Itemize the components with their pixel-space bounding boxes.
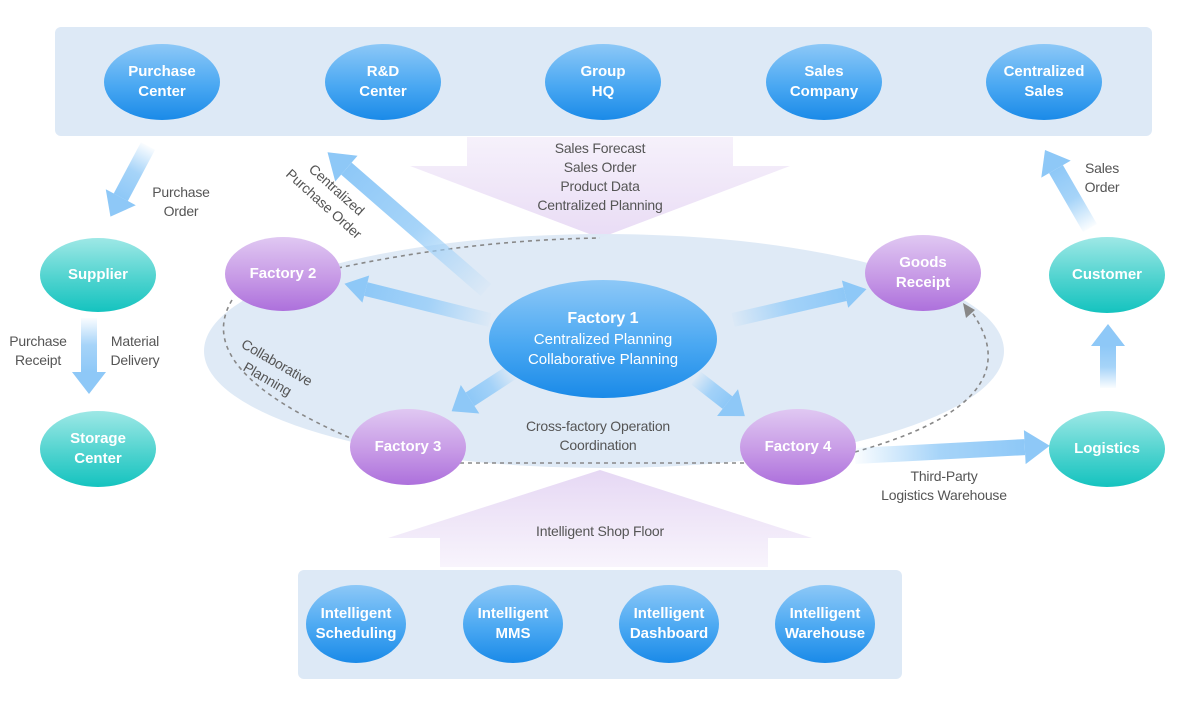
purchase-order-label: Purchase Order <box>152 184 210 219</box>
node-factory-4[interactable]: Factory 4 <box>740 409 856 485</box>
arrow-logistics-to-customer <box>1091 324 1125 388</box>
arrow-factory4-to-logistics <box>854 430 1050 465</box>
coordination-label: Cross-factory Operation Coordination <box>525 418 670 453</box>
node-factory-3[interactable]: Factory 3 <box>350 409 466 485</box>
node-centralized-sales[interactable]: Centralized Sales <box>986 44 1102 120</box>
bottom-flow-label: Intelligent Shop Floor <box>536 523 664 539</box>
node-factory-1[interactable]: Factory 1 Centralized Planning Collabora… <box>489 280 717 398</box>
third-party-logistics-label: Third-Party Logistics Warehouse <box>881 468 1007 503</box>
node-purchase-center[interactable]: Purchase Center <box>104 44 220 120</box>
arrow-customer-to-centralized-sales <box>1041 150 1097 232</box>
purchase-receipt-label: Purchase Receipt <box>9 333 67 368</box>
node-storage-center[interactable]: Storage Center <box>40 411 156 487</box>
dashed-arrowhead <box>963 303 975 318</box>
arrow-factory1-to-goods-receipt <box>731 280 867 327</box>
arrow-supplier-to-storage <box>72 318 106 394</box>
arrow-purchase-to-supplier <box>105 142 156 217</box>
node-intelligent-scheduling[interactable]: Intelligent Scheduling <box>306 585 406 663</box>
node-intelligent-mms[interactable]: Intelligent MMS <box>463 585 563 663</box>
arrow-factory1-to-factory4 <box>691 371 745 417</box>
node-intelligent-warehouse[interactable]: Intelligent Warehouse <box>775 585 875 663</box>
node-supplier[interactable]: Supplier <box>40 238 156 312</box>
arrow-factory1-to-rnd <box>327 152 492 297</box>
factory-1-title: Factory 1 <box>567 310 639 327</box>
node-goods-receipt[interactable]: Goods Receipt <box>865 235 981 311</box>
arrow-factory1-to-factory3 <box>451 365 517 414</box>
factory-1-subtitle: Centralized Planning Collaborative Plann… <box>527 331 679 368</box>
node-sales-company[interactable]: Sales Company <box>766 44 882 120</box>
sales-order-label: Sales Order <box>1084 160 1120 195</box>
node-factory-2[interactable]: Factory 2 <box>225 237 341 311</box>
node-rnd-center[interactable]: R&D Center <box>325 44 441 120</box>
node-logistics[interactable]: Logistics <box>1049 411 1165 487</box>
bottom-flow-arrow <box>388 470 812 567</box>
arrow-factory1-to-factory2 <box>344 275 492 327</box>
top-flow-arrow <box>410 137 790 238</box>
node-customer[interactable]: Customer <box>1049 237 1165 313</box>
node-intelligent-dashboard[interactable]: Intelligent Dashboard <box>619 585 719 663</box>
material-delivery-label: Material Delivery <box>110 333 160 368</box>
top-flow-label: Sales Forecast Sales Order Product Data … <box>537 140 663 213</box>
node-group-hq[interactable]: Group HQ <box>545 44 661 120</box>
